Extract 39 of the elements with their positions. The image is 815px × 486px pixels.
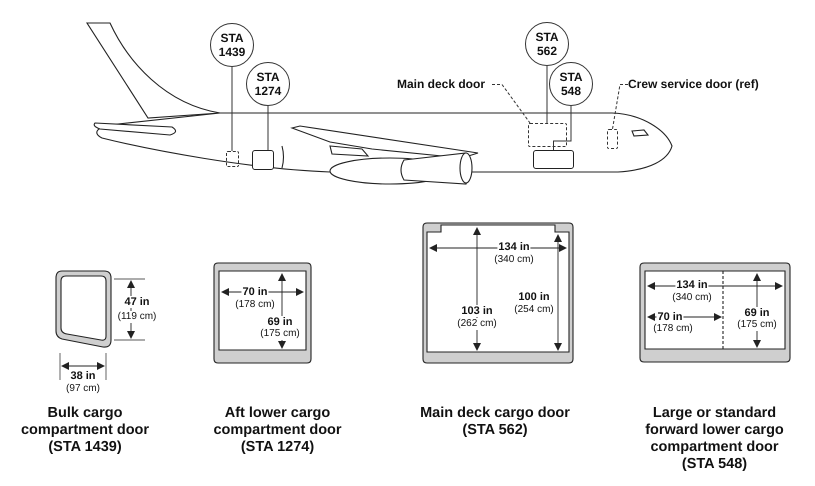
callout-label: Crew service door (ref) — [628, 77, 798, 92]
leader-line — [546, 66, 548, 124]
dimension-label: 100 in — [517, 291, 551, 303]
dimension-label: (340 cm) — [493, 254, 535, 266]
dimension-label: (119 cm) — [116, 311, 158, 323]
door-outline — [528, 123, 567, 147]
dimension-label: (97 cm) — [65, 383, 101, 395]
station-callout: STA 1439 — [210, 23, 254, 67]
dimension-label: (340 cm) — [671, 292, 713, 304]
station-callout: STA 548 — [549, 62, 593, 106]
dimension-label: 70 in — [656, 311, 684, 323]
dimension-label: 103 in — [460, 305, 494, 317]
dimension-label: (175 cm) — [736, 319, 778, 331]
door-outline — [533, 150, 574, 169]
door-outline — [252, 150, 274, 170]
door-outline — [226, 151, 239, 167]
dimension-label: 47 in — [123, 296, 151, 308]
dimension-label: 134 in — [497, 241, 531, 253]
dimension-label: 70 in — [241, 286, 269, 298]
dimension-label: (178 cm) — [234, 299, 276, 311]
leader-line — [553, 106, 572, 150]
dimension-label: 69 in — [743, 307, 771, 319]
door-caption: Bulk cargo compartment door (STA 1439) — [20, 405, 150, 456]
dimension-label: 38 in — [69, 370, 97, 382]
dimension-label: (175 cm) — [259, 328, 301, 340]
leader-line — [492, 84, 530, 124]
dimension-label: 134 in — [675, 279, 709, 291]
dimension-label: (178 cm) — [652, 323, 694, 335]
dimension-label: (262 cm) — [456, 318, 498, 330]
station-callout: STA 562 — [525, 22, 569, 66]
door-caption: Aft lower cargo compartment door (STA 1274) — [212, 405, 343, 456]
leader-line — [612, 84, 628, 130]
dimension-label: 69 in — [266, 316, 294, 328]
callout-label: Main deck door — [397, 77, 492, 92]
door-caption: Main deck cargo door (STA 562) — [419, 405, 571, 439]
dimension-label: (254 cm) — [513, 304, 555, 316]
station-callout: STA 1274 — [246, 62, 290, 106]
door-caption: Large or standard forward lower cargo compartment door (STA 548) — [644, 405, 785, 473]
door-outline — [607, 129, 618, 149]
